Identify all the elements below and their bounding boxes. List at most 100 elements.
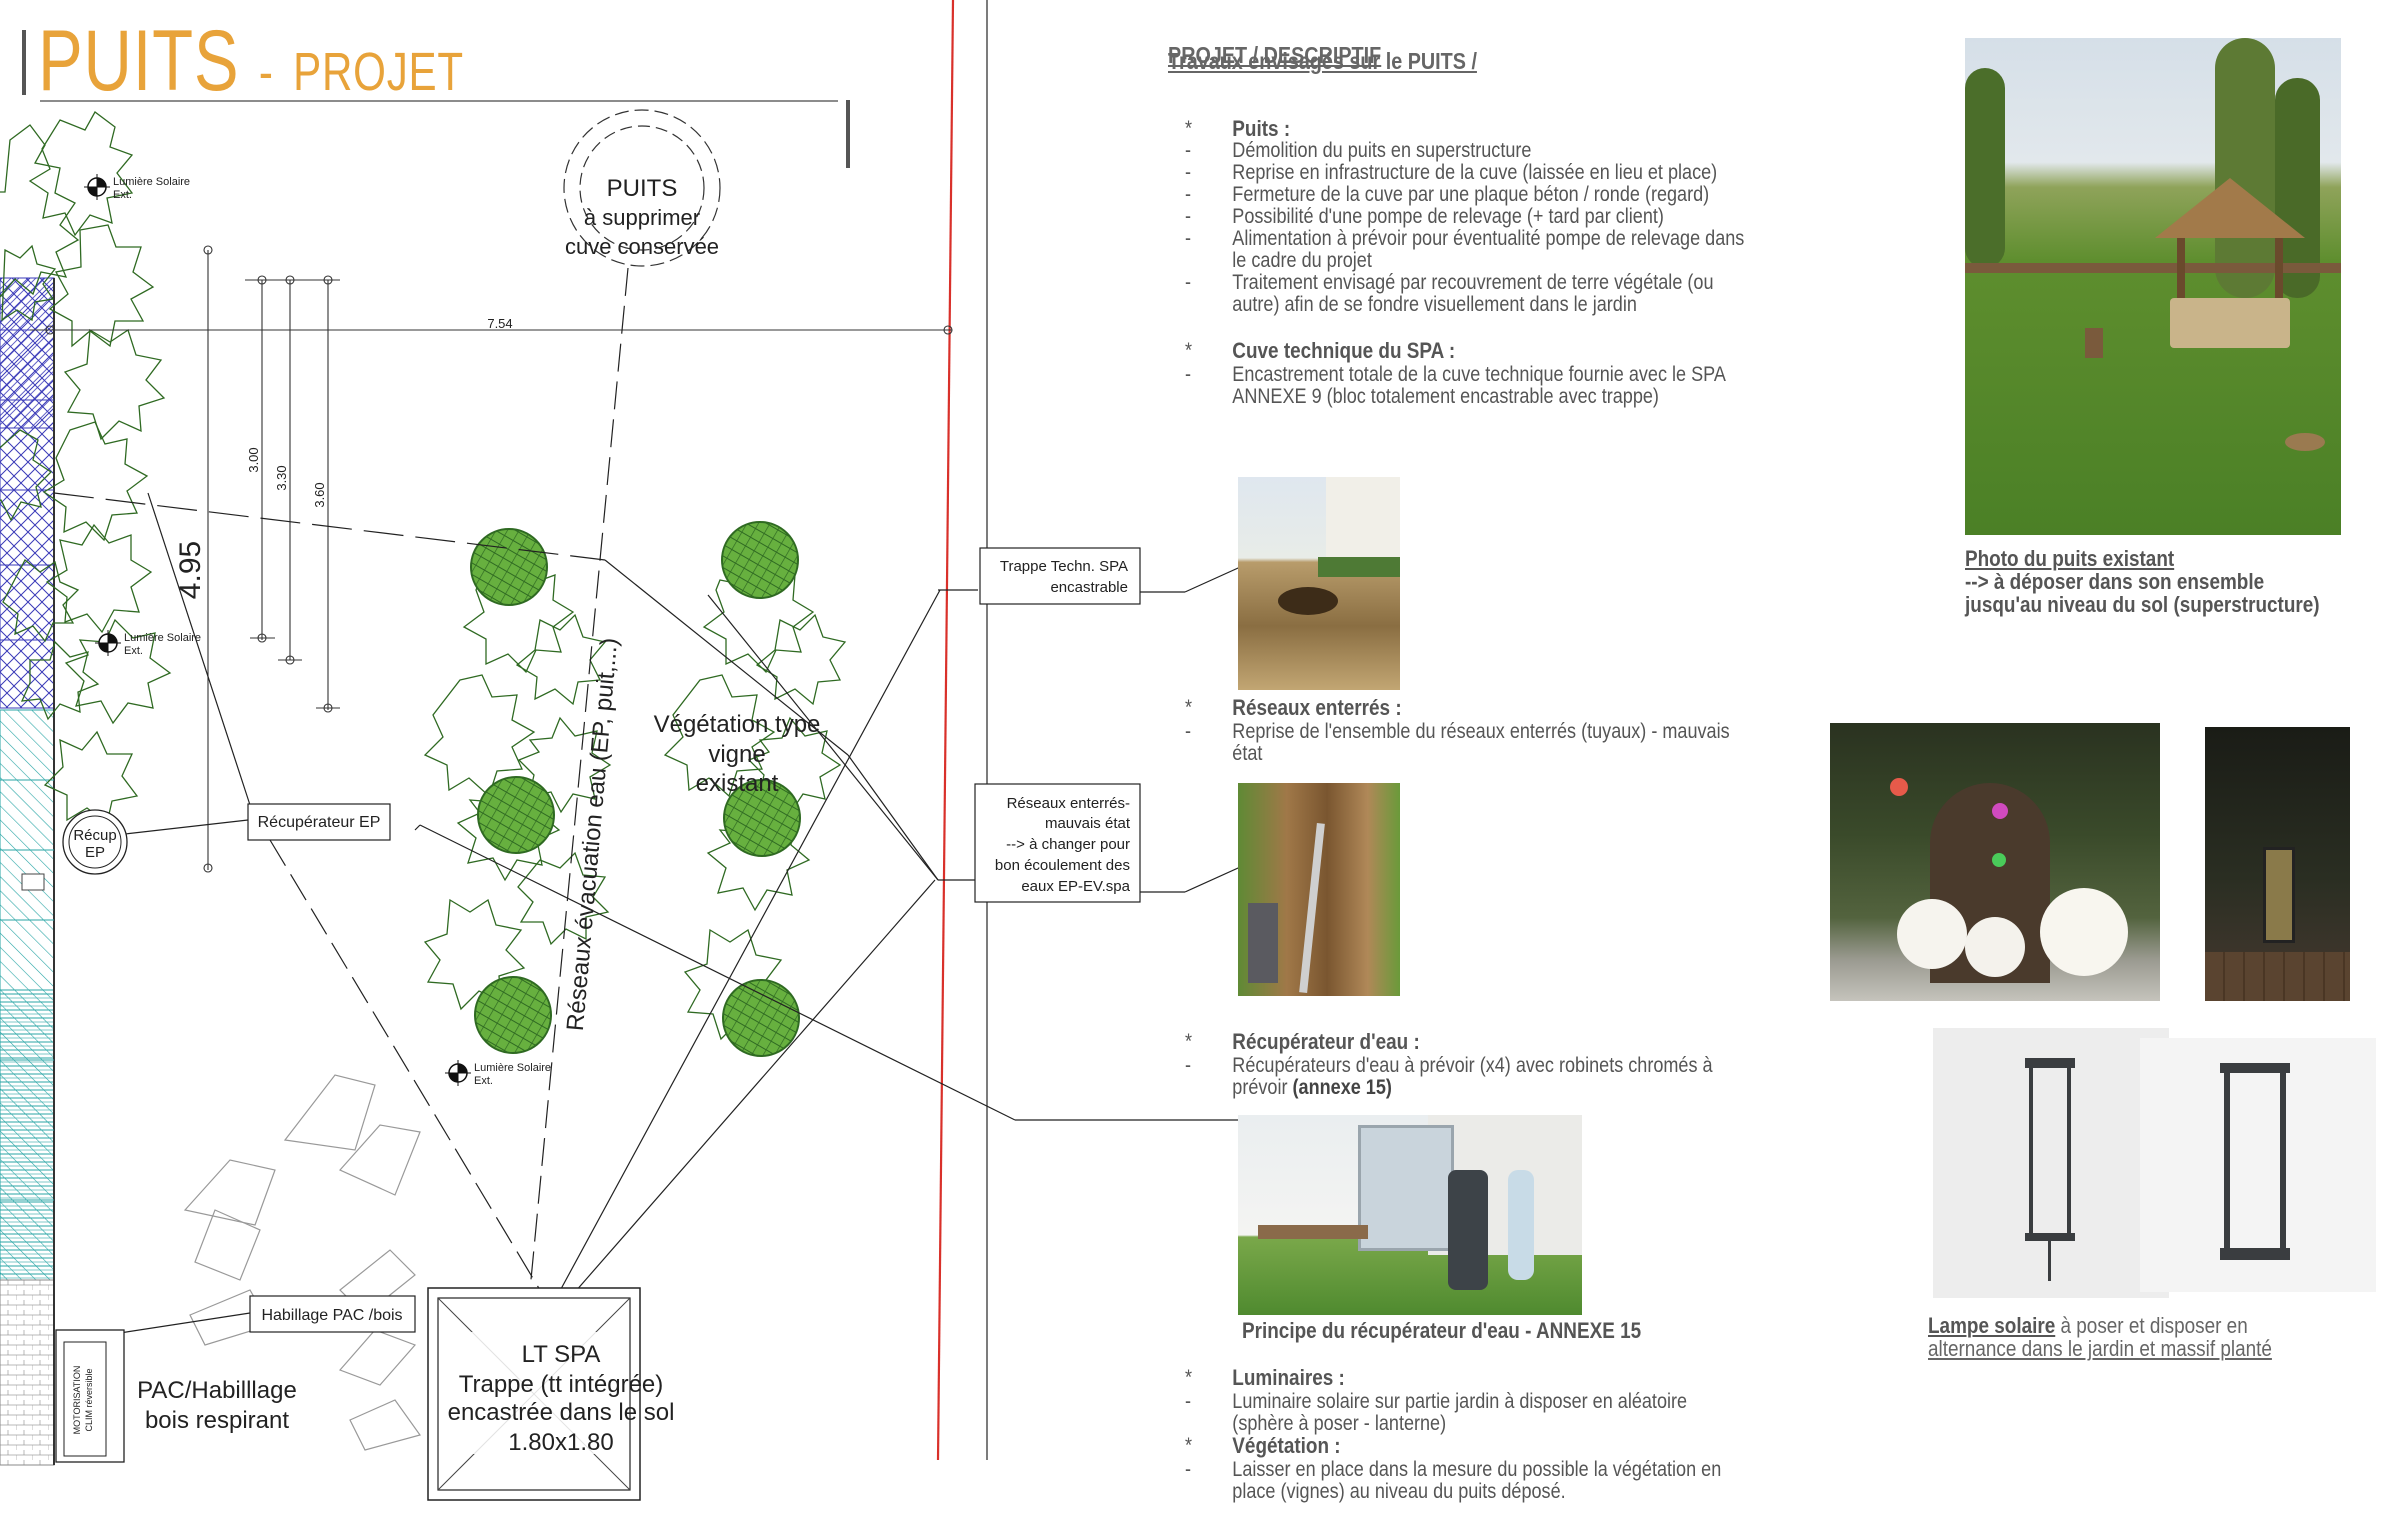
solar-light-1-label-2: Ext. [113,189,132,201]
bullet-dash: - [1185,205,1192,228]
bullet-dash: - [1185,271,1192,294]
puits-item-3: Fermeture de la cuve par une plaque béto… [1232,183,1710,206]
reseaux-rotated-label: Réseaux évacuation eau (EP, puit,...) [562,637,623,1032]
puits-item-8: autre) afin de se fondre visuellement da… [1232,293,1637,316]
photo-sphere-lights [1830,723,2160,1001]
dim-v1-label: 3.00 [246,447,261,472]
spa-label-1: LT SPA [522,1341,601,1368]
property-boundary-line [936,0,955,1461]
bullet-star: * [1185,1030,1193,1053]
heading-overlap-1: PROJET / DESCRIPTIF [1168,42,1382,68]
photo-excavation [1238,477,1400,690]
bullet-star: * [1185,1366,1193,1389]
recup-item-2-text: prévoir [1232,1076,1288,1099]
spa-label-3: encastrée dans le sol [448,1399,675,1426]
photo-existing-well [1965,38,2341,535]
solar-light-1-label-1: Lumière Solaire [113,176,190,188]
recup-symbol-label-2: EP [85,844,105,861]
photo-trench [1238,783,1400,996]
title-separator: - [258,42,274,102]
recup-title: Récupérateur d'eau : [1232,1029,1420,1054]
pac-unit [55,1329,125,1463]
rain-barrel-caption: Principe du récupérateur d'eau - ANNEXE … [1242,1318,1642,1343]
spa-label-2: Trappe (tt intégrée) [459,1371,664,1398]
title-subtitle: PROJET [293,42,464,102]
reseaux-label-4: bon écoulement des [995,857,1130,874]
bullet-dash: - [1185,1390,1192,1413]
solar-light-2-icon [94,629,122,657]
shrub-6 [722,979,800,1057]
bullet-dash: - [1185,363,1192,386]
shrub-1 [470,528,548,606]
lamp-caption-bold: Lampe solaire [1928,1313,2056,1338]
veg-item-1: Laisser en place dans la mesure du possi… [1232,1458,1722,1481]
puits-item-6: le cadre du projet [1232,249,1372,272]
vegetation-label-2: vigne [708,741,765,768]
trappe-label-2: encastrable [1050,579,1128,596]
cuve-title: Cuve technique du SPA : [1232,338,1456,363]
page-title: PUITS - PROJET [38,18,464,104]
bullet-dash: - [1185,139,1192,162]
cuve-item-1: Encastrement totale de la cuve technique… [1232,363,1726,386]
lum-item-1: Luminaire solaire sur partie jardin à di… [1232,1390,1688,1413]
bullet-star: * [1185,117,1193,140]
dimension-lines [30,245,953,873]
habillage-box [249,1295,416,1333]
reseaux-item-2: état [1232,742,1263,765]
pac-label-1: PAC/Habilllage [137,1377,297,1404]
well-caption-title: Photo du puits existant [1965,546,2175,571]
dim-v3-label: 3.60 [312,482,327,507]
bullet-dash: - [1185,183,1192,206]
well-caption-line1: --> à déposer dans son ensemble [1965,569,2265,594]
dim-horizontal-label: 7.54 [487,316,512,331]
habillage-label: Habillage PAC /bois [261,1307,402,1324]
puits-item-7: Traitement envisagé par recouvrement de … [1232,271,1714,294]
vegetation-label-3: existant [696,770,779,797]
bullet-dash: - [1185,720,1192,743]
veg-title: Végétation : [1232,1433,1341,1458]
shrub-2 [721,521,799,599]
motor-label-2: CLIM réversible [84,1368,94,1431]
reseaux-title: Réseaux enterrés : [1232,695,1402,720]
motor-label-1: MOTORISATION [72,1366,82,1435]
solar-light-2-label-1: Lumière Solaire [124,632,201,644]
dim-big-label: 4.95 [174,541,207,599]
lamp-caption-rest: à poser et disposer en [2055,1313,2248,1338]
well-label-3: cuve conservée [565,234,719,259]
well-label-2: à supprimer [584,205,700,230]
solar-light-1-icon [83,173,111,201]
bullet-star: * [1185,696,1193,719]
pac-label-2: bois respirant [145,1407,289,1434]
solar-light-3-label-2: Ext. [474,1075,493,1087]
recup-item-1: Récupérateurs d'eau à prévoir (x4) avec … [1232,1054,1713,1077]
solar-light-3-label-1: Lumière Solaire [474,1062,551,1074]
solar-light-3-icon [444,1059,472,1087]
puits-item-1: Démolition du puits en superstructure [1232,139,1532,162]
puits-title: Puits : [1232,116,1291,141]
recuperator-symbol [62,809,128,875]
lum-item-2: (sphère à poser - lanterne) [1232,1412,1447,1435]
recup-ep-box [247,803,391,841]
recup-ep-label: Récupérateur EP [258,814,381,831]
recup-annex: (annexe 15) [1292,1076,1392,1099]
photo-rain-barrel [1238,1115,1582,1315]
recup-symbol-label-1: Récup [73,827,116,844]
bullet-dash: - [1185,161,1192,184]
spa-label-4: 1.80x1.80 [508,1429,613,1456]
puits-item-2: Reprise en infrastructure de la cuve (la… [1232,161,1718,184]
veg-item-2: place (vignes) au niveau du puits déposé… [1232,1480,1566,1503]
shrub-5 [474,976,552,1054]
puits-item-4: Possibilité d'une pompe de relevage (+ t… [1232,205,1664,228]
reseaux-label-1: Réseaux enterrés- [1007,795,1130,812]
callout-leaders [89,539,1301,1337]
recup-item-2: prévoir (annexe 15) [1232,1077,1392,1099]
photo-solar-lamp-1 [1933,1028,2169,1298]
reseaux-label-3: --> à changer pour [1006,836,1130,853]
cuve-item-2: ANNEXE 9 (bloc totalement encastrable av… [1232,385,1659,408]
reseaux-label-5: eaux EP-EV.spa [1021,878,1130,895]
title-word: PUITS [38,13,240,109]
well-photo-caption: Photo du puits existant --> à déposer da… [1965,547,2320,616]
well-caption-line2: jusqu'au niveau du sol (superstructure) [1965,592,2320,617]
hedge-vegetation-left [0,111,172,825]
